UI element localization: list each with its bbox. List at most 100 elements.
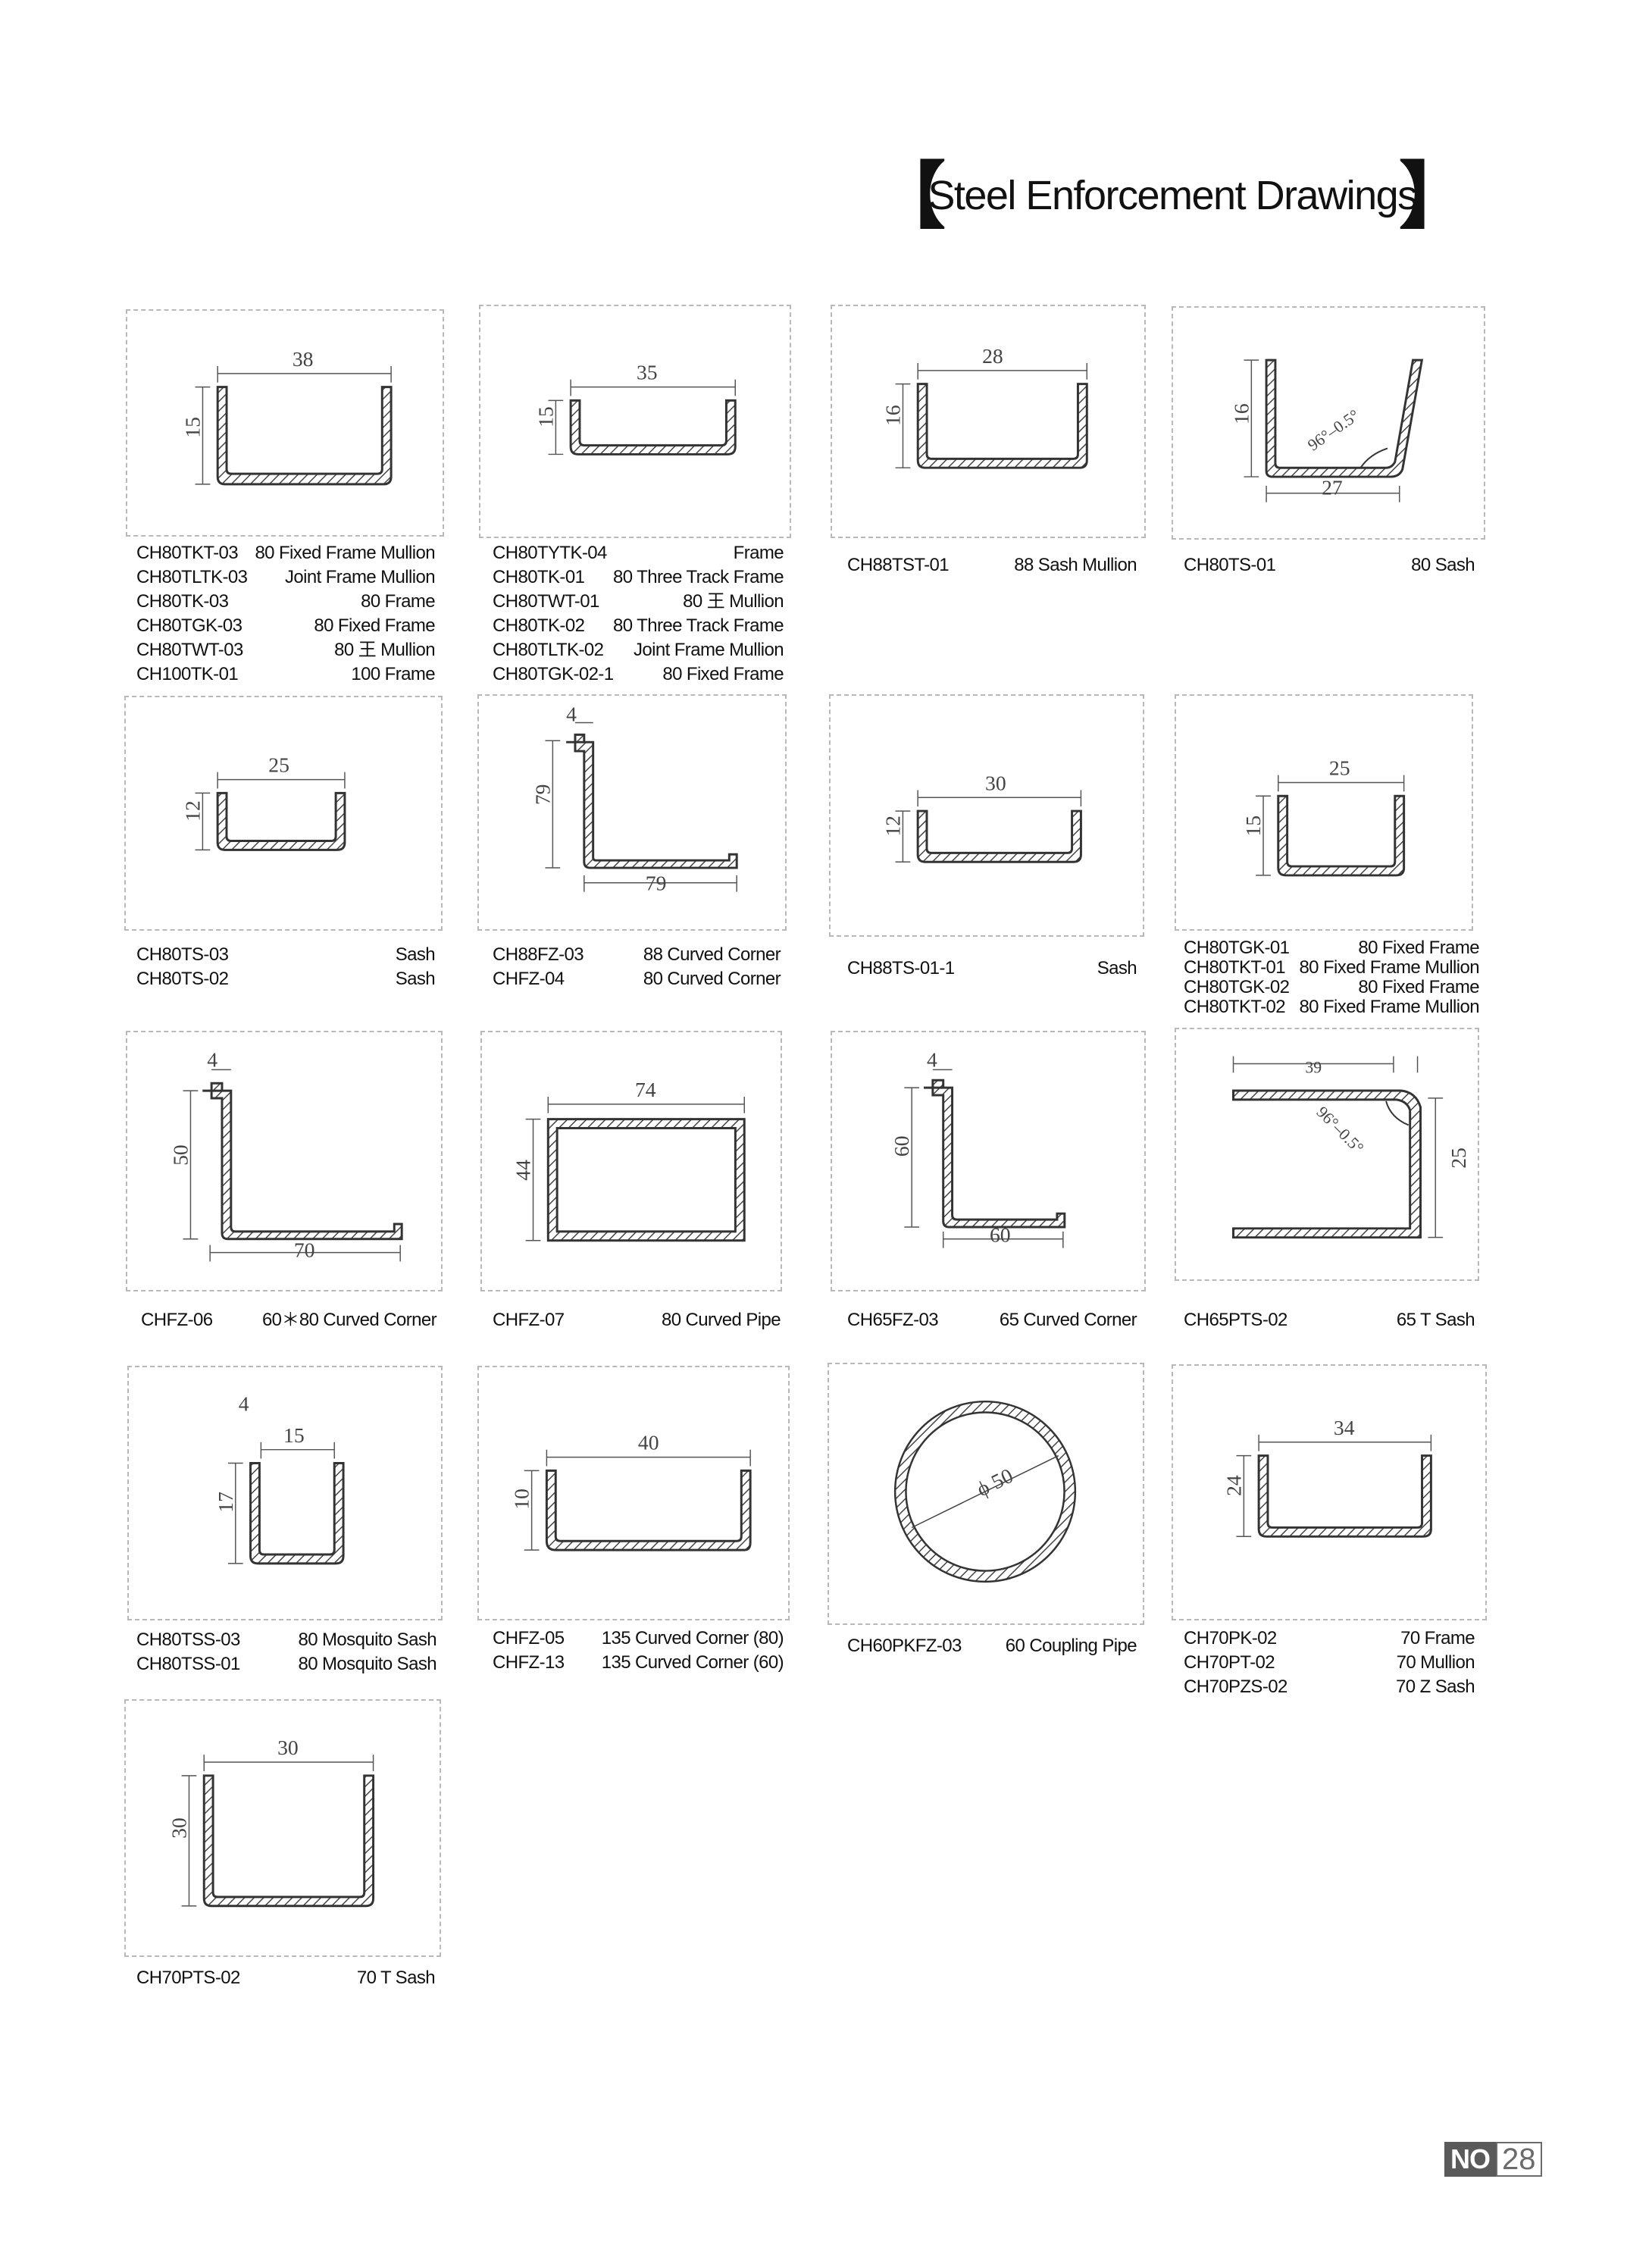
corner-profile-drawing: 4 50 70 (169, 1047, 403, 1262)
dim-label: 96°–0.5° (1304, 406, 1363, 455)
corner-profile-drawing: 4 60 60 (890, 1047, 1066, 1248)
dim-label: 30 (277, 1736, 299, 1759)
drawing-box-c10: 74 44 (480, 1031, 782, 1291)
drawing-box-c7: 30 12 (829, 694, 1144, 937)
tsash-profile-drawing: 39 96°–0.5° 25 (1232, 1056, 1470, 1239)
part-code: CHFZ-06 (141, 1310, 213, 1330)
part-code: CH80TGK-01 (1184, 938, 1290, 958)
channel-profile-drawing: 25 12 (180, 753, 346, 851)
part-code: CH80TGK-02 (1184, 977, 1290, 997)
dim-label: 79 (530, 784, 554, 806)
drawing-box-c9: 4 50 70 (126, 1031, 443, 1291)
drawing-box-c16: 34 24 (1172, 1364, 1487, 1620)
part-code: CH100TK-01 (136, 664, 239, 684)
part-row: CH80TKT-02 80 Fixed Frame Mullion (1184, 997, 1480, 1017)
dim-label: 74 (635, 1078, 656, 1101)
corner-profile-drawing: 4 79 79 (530, 703, 738, 895)
part-desc: 80 Sash (1411, 555, 1475, 575)
dim-label: 10 (510, 1489, 533, 1510)
part-code: CHFZ-13 (493, 1652, 565, 1673)
drawing-box-c2: 35 15 (479, 305, 791, 538)
part-desc: 65 Curved Corner (999, 1310, 1137, 1330)
part-desc: 70 Z Sash (1396, 1677, 1475, 1697)
part-code: CH70PT-02 (1184, 1652, 1275, 1673)
channel-profile-drawing: 40 10 (510, 1431, 752, 1551)
drawing-box-c15: ϕ 50 (828, 1363, 1144, 1625)
dim-label: 16 (881, 405, 905, 426)
part-code: CH70PK-02 (1184, 1628, 1277, 1648)
part-code: CH80TS-01 (1184, 555, 1276, 575)
dim-label: 4 (566, 703, 577, 726)
part-desc: Joint Frame Mullion (284, 567, 436, 587)
dim-label: ϕ 50 (973, 1464, 1017, 1501)
part-desc: 88 Sash Mullion (1014, 555, 1137, 575)
channel-profile-drawing: 34 24 (1222, 1416, 1432, 1538)
rectangular-pipe-drawing: 74 44 (512, 1078, 746, 1242)
part-code: CH80TK-02 (493, 615, 585, 636)
part-desc: 80 Three Track Frame (613, 567, 784, 587)
dim-label: 4 (207, 1047, 217, 1071)
dim-label: 15 (283, 1423, 305, 1447)
round-pipe-drawing: ϕ 50 (893, 1400, 1077, 1583)
part-desc: 80 Fixed Frame Mullion (1299, 997, 1479, 1017)
drawing-box-c8: 25 15 (1175, 694, 1473, 931)
part-row: CH80TSS-03 80 Mosquito Sash (136, 1628, 437, 1652)
dim-label: 60 (890, 1135, 913, 1157)
part-code: CH80TKT-02 (1184, 997, 1286, 1017)
dim-label: 38 (293, 347, 314, 371)
part-desc: 80 Fixed Frame (1358, 977, 1479, 997)
part-desc: 135 Curved Corner (80) (601, 1628, 784, 1648)
part-desc: 80 王 Mullion (683, 591, 784, 612)
part-code: CH80TSS-01 (136, 1654, 240, 1674)
part-row: CH70PZS-02 70 Z Sash (1184, 1675, 1475, 1699)
dim-label: 25 (1329, 756, 1350, 780)
drawing-box-c12: 39 96°–0.5° 25 (1175, 1028, 1479, 1281)
part-desc: 80 Fixed Frame Mullion (255, 543, 435, 563)
tapered-profile-drawing: 16 27 96°–0.5° (1229, 358, 1424, 502)
part-desc: 80 Frame (361, 591, 436, 612)
dim-label: 15 (181, 417, 205, 438)
part-desc: Joint Frame Mullion (633, 640, 784, 660)
dim-label: 35 (637, 361, 658, 384)
drawing-box-c4: 16 27 96°–0.5° (1172, 306, 1485, 540)
part-code: CH80TWT-01 (493, 591, 599, 612)
part-code: CH80TYTK-04 (493, 543, 607, 563)
part-desc: 135 Curved Corner (60) (601, 1652, 784, 1673)
right-bracket: 】 (1399, 156, 1472, 237)
part-row: CH80TS-01 80 Sash (1184, 553, 1475, 578)
part-code: CH80TLTK-02 (493, 640, 604, 660)
channel-profile-drawing: 35 15 (533, 361, 737, 456)
part-code: CH80TK-01 (493, 567, 585, 587)
drawing-box-c11: 4 60 60 (831, 1031, 1146, 1291)
part-code: CH70PZS-02 (1184, 1677, 1287, 1697)
dim-label: 70 (294, 1238, 315, 1262)
dim-label: 15 (1241, 816, 1265, 837)
part-code: CHFZ-04 (493, 969, 565, 989)
drawing-box-c1: 38 15 (126, 309, 444, 537)
part-row: CH80TGK-01 80 Fixed Frame (1184, 938, 1480, 958)
part-desc: 60＊80 Curved Corner (261, 1310, 437, 1330)
part-code: CH80TGK-02-1 (493, 664, 614, 684)
part-desc: 80 Mosquito Sash (298, 1630, 436, 1650)
part-code: CH80TSS-03 (136, 1630, 240, 1650)
dim-label: 28 (982, 344, 1003, 368)
part-desc: 80 Fixed Frame (1358, 938, 1479, 958)
part-code: CH80TGK-03 (136, 615, 242, 636)
drawing-box-c6: 4 79 79 (477, 694, 787, 931)
channel-profile-drawing: 30 30 (167, 1736, 375, 1908)
part-code: CHFZ-07 (493, 1310, 565, 1330)
